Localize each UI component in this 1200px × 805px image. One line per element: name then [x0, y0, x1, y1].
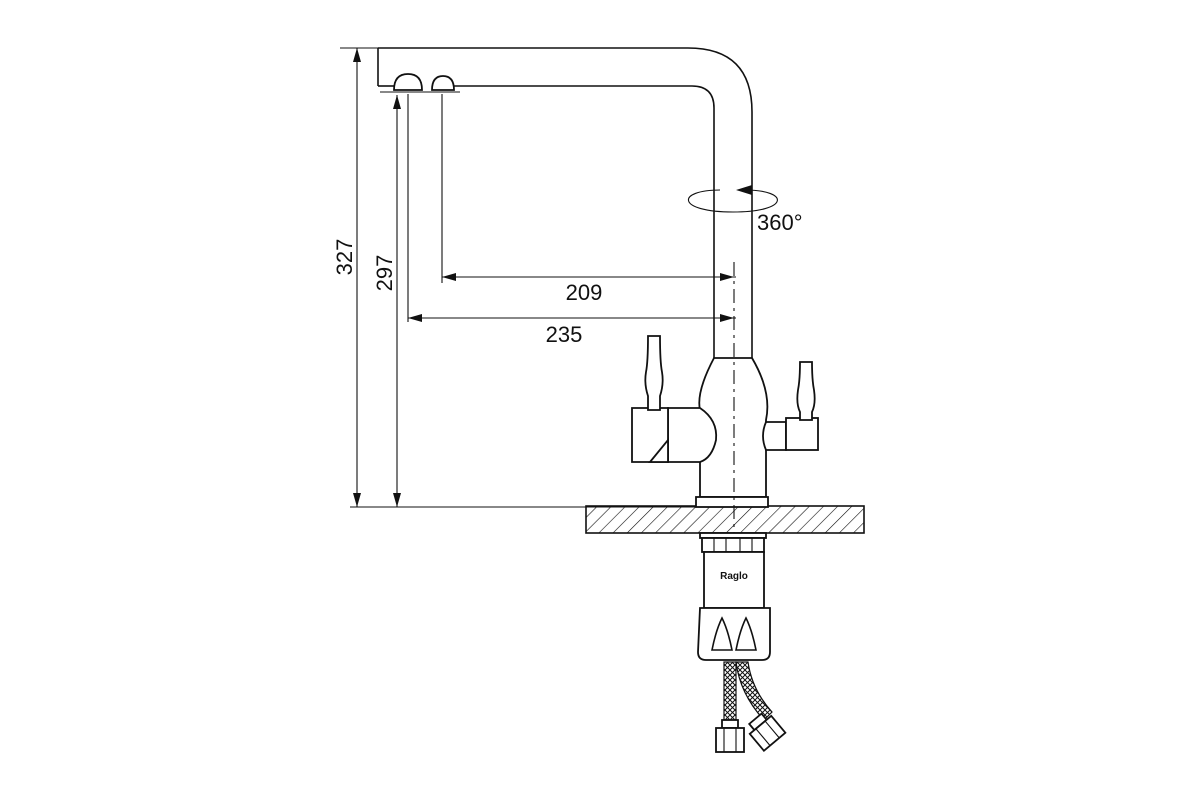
arrowhead — [353, 493, 361, 507]
left-lever-handle — [644, 335, 664, 411]
dimension-label-297: 297 — [372, 255, 397, 292]
right-valve-cartridge — [785, 417, 819, 451]
cap-notch — [711, 616, 733, 651]
dimension-label-235: 235 — [546, 322, 583, 347]
outlet-nozzle-inner — [431, 75, 455, 91]
braided-hose-left — [723, 661, 737, 721]
arrowhead — [353, 48, 361, 62]
arrowhead — [720, 273, 734, 281]
base-flange — [695, 496, 769, 508]
braided-hose-right — [735, 661, 773, 721]
rotation-arrow-icon — [736, 185, 752, 195]
filter-cap — [697, 607, 771, 661]
arrowhead — [408, 314, 422, 322]
under-counter-assembly: Raglo — [697, 532, 771, 661]
rotation-arc — [688, 189, 778, 213]
hose-fitting-nut — [748, 714, 787, 753]
rotation-indicator — [688, 185, 778, 213]
arrowhead — [393, 95, 401, 109]
left-valve-connector — [667, 407, 718, 463]
outlet-nozzle-outer — [393, 73, 423, 91]
rotation-label: 360° — [757, 210, 803, 235]
arrowhead — [442, 273, 456, 281]
arrowhead — [393, 493, 401, 507]
brand-logo: Raglo — [720, 571, 748, 582]
right-lever-handle — [796, 361, 816, 421]
cap-notch — [735, 616, 757, 651]
spout-inner-contour — [454, 85, 715, 360]
mixer-body — [631, 335, 819, 508]
right-valve-connector — [762, 421, 787, 451]
spout-outer-contour — [378, 47, 753, 360]
faucet-spout — [377, 47, 753, 360]
mounting-nut — [701, 537, 765, 553]
countertop — [585, 505, 865, 534]
hose-fitting-nut — [715, 727, 745, 753]
supply-hoses — [715, 661, 787, 753]
dimension-label-209: 209 — [566, 280, 603, 305]
hose-ferrule — [721, 719, 739, 729]
dimension-label-327: 327 — [332, 239, 357, 276]
arrowhead — [720, 314, 734, 322]
dimension-lines — [340, 47, 736, 508]
